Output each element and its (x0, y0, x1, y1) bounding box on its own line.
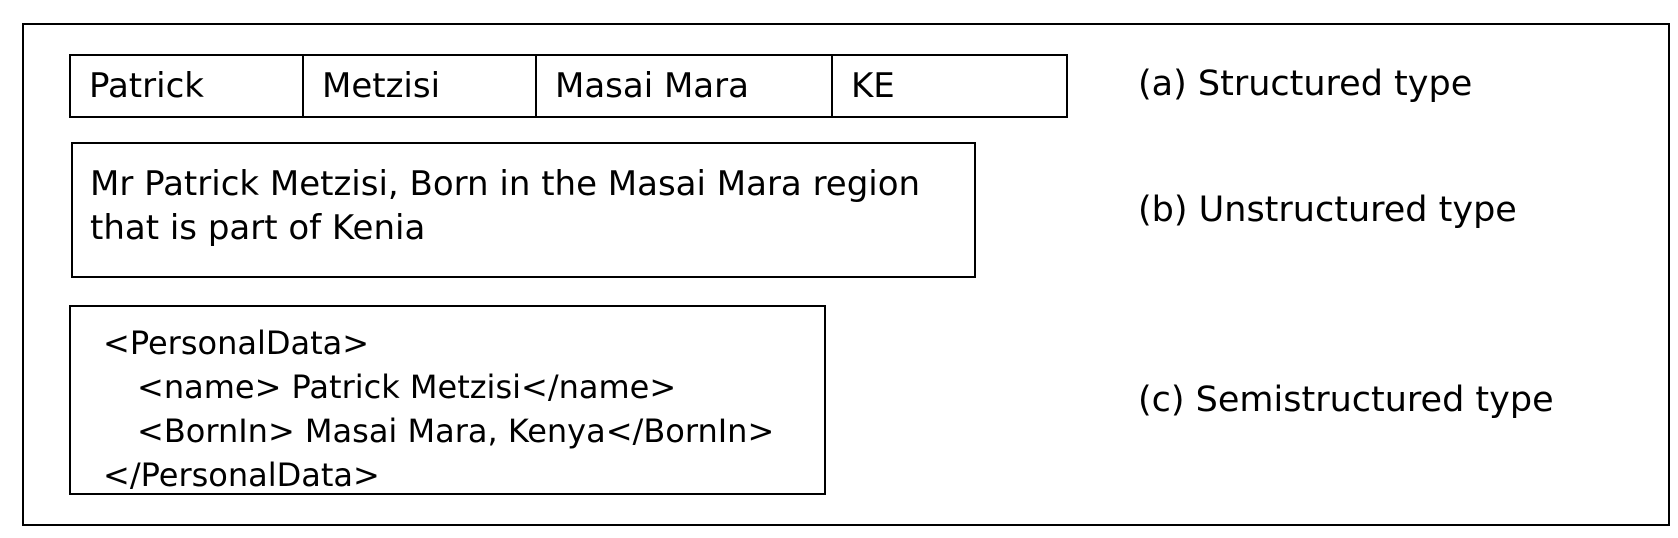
unstructured-line: Mr Patrick Metzisi, Born in the Masai Ma… (90, 164, 921, 204)
caption-semistructured: (c) Semistructured type (1138, 380, 1554, 420)
structured-record: Patrick Metzisi Masai Mara KE (69, 54, 1068, 118)
xml-bornin-element: <BornIn> Masai Mara, Kenya</BornIn> (137, 412, 775, 450)
structured-cell-country: KE (851, 66, 895, 106)
caption-unstructured: (b) Unstructured type (1138, 190, 1517, 230)
unstructured-line: that is part of Kenia (90, 208, 426, 248)
diagram-frame (22, 23, 1670, 526)
structured-cell-region: Masai Mara (537, 56, 833, 116)
xml-close-tag: </PersonalData> (103, 456, 380, 494)
structured-cell-first-name: Patrick (71, 56, 304, 116)
xml-name-element: <name> Patrick Metzisi</name> (137, 368, 677, 406)
structured-cell-last-name: Metzisi (304, 56, 537, 116)
xml-open-tag: <PersonalData> (103, 324, 370, 362)
semistructured-xml-box: <PersonalData> <name> Patrick Metzisi</n… (69, 305, 826, 495)
caption-structured: (a) Structured type (1138, 64, 1473, 104)
unstructured-text-box: Mr Patrick Metzisi, Born in the Masai Ma… (71, 142, 976, 278)
